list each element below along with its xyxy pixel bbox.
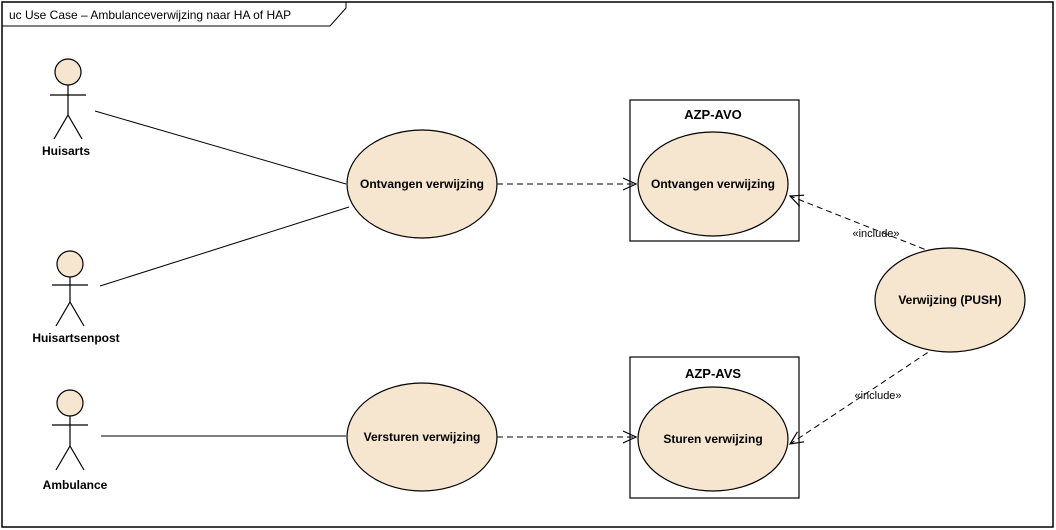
use-case-versturen-label: Versturen verwijzing	[364, 430, 481, 444]
use-case-avo-ontvangen-label: Ontvangen verwijzing	[651, 177, 775, 191]
actor-huisartsenpost	[52, 250, 88, 327]
use-case-avs-sturen-label: Sturen verwijzing	[663, 432, 762, 446]
actor-huisartsenpost-head-icon	[56, 250, 84, 278]
use-case-push-label: Verwijzing (PUSH)	[898, 293, 1001, 307]
actor-ambulance	[52, 389, 88, 471]
association-huisartsenpost	[99, 206, 350, 287]
actor-huisarts-label: Huisarts	[42, 144, 90, 158]
use-case-verwijzing-push: Verwijzing (PUSH)	[874, 247, 1026, 353]
use-case-avo-ontvangen-verwijzing: Ontvangen verwijzing	[637, 131, 789, 237]
frame-title-tab	[2, 2, 347, 27]
actor-ambulance-label: Ambulance	[43, 478, 108, 492]
use-case-ontvangen-verwijzing: Ontvangen verwijzing	[346, 129, 498, 239]
boundary-avs-label: AZP-AVS	[685, 366, 741, 381]
include-line-top	[790, 196, 935, 254]
actor-huisarts	[50, 58, 86, 140]
actor-ambulance-head-icon	[56, 389, 84, 417]
include-label-top: «include»	[852, 228, 899, 240]
association-huisarts	[94, 110, 347, 185]
frame-title: uc Use Case – Ambulanceverwijzing naar H…	[9, 8, 291, 22]
include-label-bottom: «include»	[854, 390, 901, 402]
use-case-ontvangen-label: Ontvangen verwijzing	[360, 177, 484, 191]
actor-huisarts-head-icon	[54, 58, 82, 86]
actor-huisartsenpost-label: Huisartsenpost	[32, 331, 119, 345]
boundary-avo-label: AZP-AVO	[684, 107, 742, 122]
use-case-versturen-verwijzing: Versturen verwijzing	[346, 382, 498, 492]
use-case-avs-sturen-verwijzing: Sturen verwijzing	[637, 386, 789, 492]
